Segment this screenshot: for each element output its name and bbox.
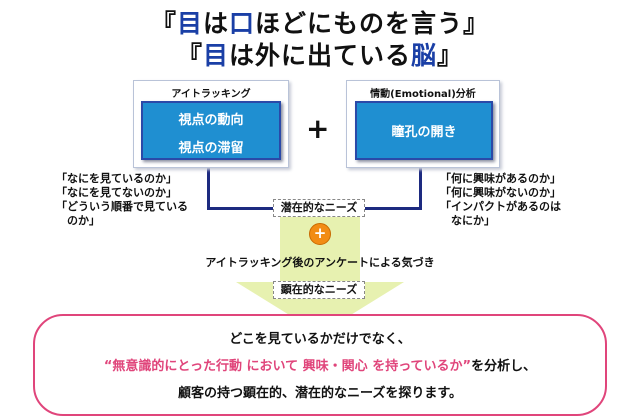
title-keyword-brain: 脳 [411,41,438,70]
question-item: 「どういう順番で見ている [56,200,188,213]
gaze-movement-text: 視点の動向 [178,113,244,128]
left-connector-horizontal [207,207,273,210]
down-arrow-shape [236,212,404,334]
latent-needs-label: 潜在的なニーズ [273,199,365,217]
title-text: ほどにものを言う [255,9,464,38]
summary-line-1: どこを見ているかだけでなく、 [229,332,411,347]
manifest-needs-label: 顕在的なニーズ [273,281,365,299]
title-bracket-open: 『 [176,41,203,70]
left-questions: 「なにを見ているのか」 「なにを見てないのか」 「どういう順番で見ている のか」 [56,172,206,228]
summary-line-3: 顧客の持つ顕在的、潜在的なニーズを探ります。 [177,386,463,401]
left-connector-vertical [207,166,210,210]
title-bracket-open: 『 [150,9,177,38]
summary-text: を分析し、 [471,359,537,374]
title-bracket-close: 』 [437,41,464,70]
question-item: 「何に興味があるのか」 [440,172,561,185]
summary-highlight: “無意識的にとった行動 において 興味・関心 を持っているか” [103,359,472,374]
eye-tracking-panel: 視点の動向 視点の滞留 [141,101,281,160]
emotional-analysis-label: 情動(Emotional)分析 [370,89,476,100]
right-questions: 「何に興味があるのか」 「何に興味がないのか」 「インパクトがあるのは なにか」 [440,172,590,228]
orange-plus-icon: + [309,223,331,245]
title-keyword-mouth: 口 [229,9,256,38]
summary-line-2: “無意識的にとった行動 において 興味・関心 を持っているか”を分析し、 [0,355,640,374]
question-item: 「なにを見ているのか」 [56,172,177,185]
question-item: 「インパクトがあるのは [440,200,561,213]
emotional-analysis-panel: 瞳孔の開き [355,101,493,160]
gaze-dwell-text: 視点の滞留 [178,141,244,156]
survey-insight-text: アイトラッキング後のアンケートによる気づき [205,256,435,269]
right-connector-horizontal [364,207,422,210]
title-bracket-close: 』 [463,9,490,38]
emotional-analysis-frame: 情動(Emotional)分析 瞳孔の開き [346,80,500,168]
question-item: なにか」 [440,214,495,227]
title-line-1: 『目は口ほどにものを言う』 [0,4,640,40]
question-item: 「何に興味がないのか」 [440,186,561,199]
title-text: は外に出ている [228,41,411,70]
title-keyword-eye: 目 [202,41,229,70]
title-text: は [202,9,229,38]
right-connector-vertical [419,166,422,210]
eye-tracking-frame: アイトラッキング 視点の動向 視点の滞留 [133,80,289,168]
question-item: 「なにを見てないのか」 [56,186,177,199]
plus-sign: + [306,112,330,145]
title-keyword-eye: 目 [176,9,203,38]
pupil-dilation-text: 瞳孔の開き [391,125,457,140]
summary-box [33,314,607,416]
title-line-2: 『目は外に出ている脳』 [0,36,640,72]
question-item: のか」 [56,214,100,227]
eye-tracking-label: アイトラッキング [171,89,251,100]
